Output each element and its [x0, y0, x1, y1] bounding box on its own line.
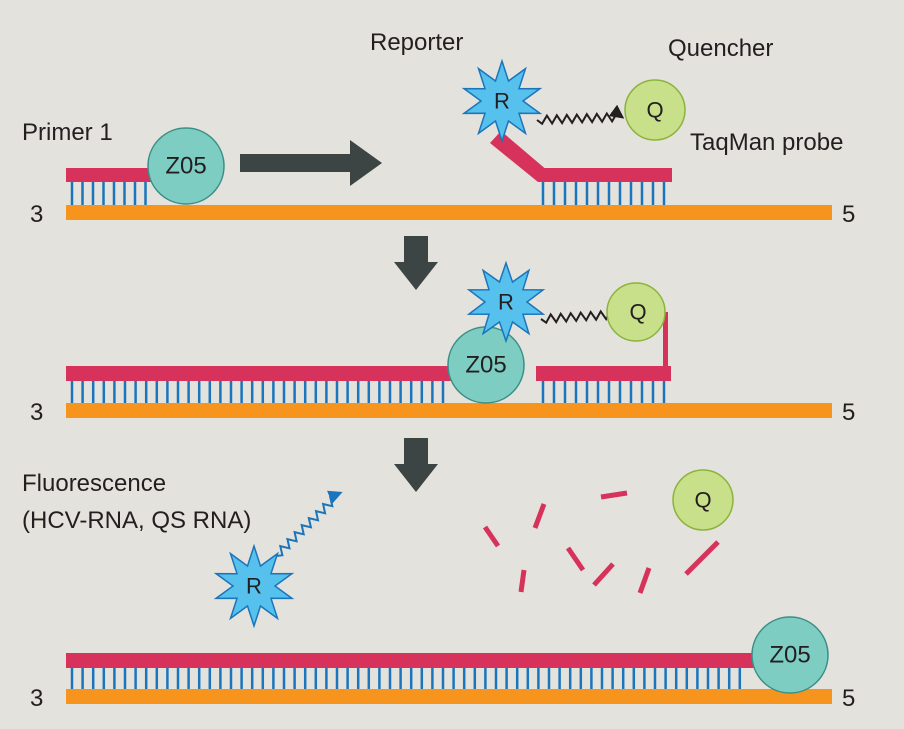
completed-strand	[66, 653, 776, 668]
quencher-symbol: Q	[629, 300, 646, 325]
quencher-circle	[624, 79, 686, 141]
probe-linker	[663, 312, 668, 368]
probe-fragment	[532, 503, 547, 529]
end-5-label: 5	[842, 201, 855, 228]
base-pairs-full	[70, 668, 742, 689]
base-pairs-probe	[541, 182, 666, 205]
template-strand	[66, 403, 832, 418]
down-arrow-1	[394, 236, 438, 290]
z05-label: Z05	[465, 352, 506, 379]
panel-1: Reporter Quencher Primer 1 TaqMan probe …	[22, 29, 855, 228]
base-pairs-primer	[70, 182, 147, 205]
reporter-star	[466, 260, 546, 344]
z05-enzyme	[147, 127, 225, 205]
reporter-star-free	[213, 543, 295, 629]
primer-label: Primer 1	[22, 119, 113, 146]
reporter-symbol: R	[246, 574, 262, 599]
progress-arrow	[240, 140, 382, 186]
panel-2: 3 5 Z05 R Q	[30, 260, 855, 426]
probe-fragment	[482, 525, 501, 548]
probe-fragment	[518, 569, 527, 593]
fluorescence-label: Fluorescence	[22, 470, 166, 497]
fluorescence-emission	[275, 490, 343, 557]
fluorescence-sublabel: (HCV-RNA, QS RNA)	[22, 507, 251, 534]
reporter-symbol: R	[494, 89, 510, 114]
probe-fragment	[592, 562, 615, 587]
base-pairs-probe	[541, 381, 666, 403]
extended-strand	[66, 366, 460, 381]
primer-strand	[66, 168, 158, 182]
template-strand	[66, 205, 832, 220]
probe-fragment	[637, 567, 652, 594]
end-3-label: 3	[30, 399, 43, 426]
reporter-star	[461, 58, 543, 144]
end-3-label: 3	[30, 201, 43, 228]
template-strand	[66, 689, 832, 704]
end-3-label: 3	[30, 685, 43, 712]
z05-label: Z05	[165, 153, 206, 180]
end-5-label: 5	[842, 399, 855, 426]
down-arrow-2	[394, 438, 438, 492]
probe-fragments	[482, 490, 720, 594]
quencher-symbol: Q	[646, 98, 663, 123]
z05-label: Z05	[769, 642, 810, 669]
probe-label: TaqMan probe	[690, 129, 843, 156]
panel-3: Fluorescence (HCV-RNA, QS RNA) R Q 3 5 Z…	[22, 469, 855, 712]
quencher-symbol: Q	[694, 488, 711, 513]
quencher-label: Quencher	[668, 35, 773, 62]
reporter-label: Reporter	[370, 29, 463, 56]
probe-fragment	[684, 540, 720, 576]
base-pairs-extended	[70, 381, 445, 403]
probe-fragment	[600, 490, 628, 500]
quencher-circle	[606, 282, 666, 342]
probe-strand	[536, 366, 671, 381]
z05-enzyme	[751, 616, 829, 694]
end-5-label: 5	[842, 685, 855, 712]
probe-strand	[538, 168, 672, 182]
energy-transfer-zigzag	[536, 104, 625, 126]
reporter-symbol: R	[498, 290, 514, 315]
probe-bent-tail	[490, 131, 548, 182]
probe-fragment	[565, 546, 586, 572]
quencher-circle-free	[672, 469, 734, 531]
